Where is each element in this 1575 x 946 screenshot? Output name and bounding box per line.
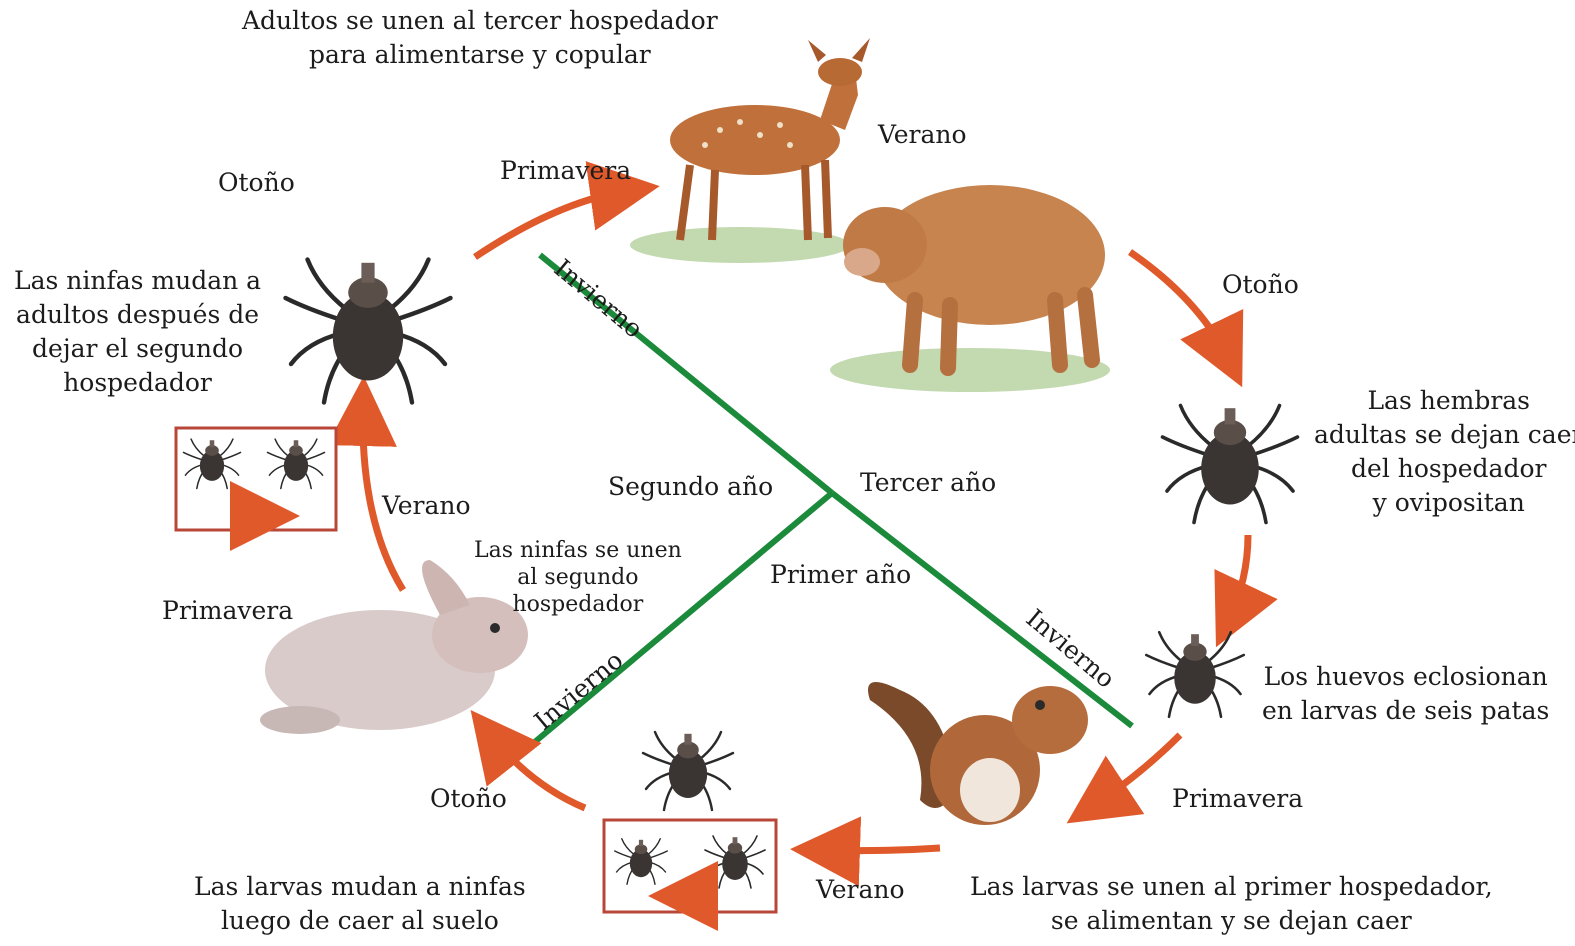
caption-line: para alimentarse y copular [242,38,718,72]
season-summer-left: Verano [382,493,471,518]
caption-females-drop: Las hembras adultas se dejan caer del ho… [1314,384,1575,520]
season-spring-left: Primavera [162,598,293,623]
caption-line: del hospedador [1314,452,1575,486]
caption-line: adultas se dejan caer [1314,418,1575,452]
caption-line: dejar el segundo [14,332,261,366]
caption-line: Adultos se unen al tercer hospedador [242,4,718,38]
caption-line: y ovipositan [1314,486,1575,520]
molt-box-larva-to-nymph [604,820,776,912]
caption-nymphs-molt: Las ninfas mudan a adultos después de de… [14,264,261,400]
caption-line: Las larvas mudan a ninfas [194,870,526,904]
caption-line: Los huevos eclosionan [1262,660,1549,694]
caption-line: adultos después de [14,298,261,332]
caption-larvae-first-host: Las larvas se unen al primer hospedador,… [970,870,1493,938]
season-summer-top: Verano [878,122,967,147]
caption-line: luego de caer al suelo [194,904,526,938]
season-summer-bottom: Verano [816,877,905,902]
cycle-arrows [363,190,1248,851]
larva-tick-icon [1146,632,1244,717]
caption-line: Las ninfas mudan a [14,264,261,298]
season-spring-top: Primavera [500,158,631,183]
caption-eggs-hatch: Los huevos eclosionan en larvas de seis … [1262,660,1549,728]
season-autumn-bottom: Otoño [430,786,507,811]
caption-line: Las ninfas se unen [474,537,682,564]
second-year-label: Segundo año [608,474,773,499]
third-year-label: Tercer año [860,470,996,495]
caption-line: hospedador [14,366,261,400]
caption-line: Las larvas se unen al primer hospedador, [970,870,1493,904]
first-year-label: Primer año [770,562,911,587]
caption-line: se alimentan y se dejan caer [970,904,1493,938]
season-autumn-top-left: Otoño [218,170,295,195]
nymph-tick-icon [643,732,733,810]
caption-nymphs-second-host: Las ninfas se unen al segundo hospedador [474,537,682,618]
molt-box-nymph-to-adult [176,428,336,530]
season-spring-bottom-right: Primavera [1172,786,1303,811]
adult-tick-icon [286,260,451,403]
caption-adults-third-host: Adultos se unen al tercer hospedador par… [242,4,718,72]
caption-line: Las hembras [1314,384,1575,418]
season-autumn-right: Otoño [1222,272,1299,297]
caption-line: hospedador [474,591,682,618]
squirrel-icon [868,682,1088,825]
calf-icon [830,185,1110,392]
caption-larvae-molt: Las larvas mudan a ninfas luego de caer … [194,870,526,938]
caption-line: en larvas de seis patas [1262,694,1549,728]
engorged-tick-icon [1163,406,1298,523]
caption-line: al segundo [474,564,682,591]
